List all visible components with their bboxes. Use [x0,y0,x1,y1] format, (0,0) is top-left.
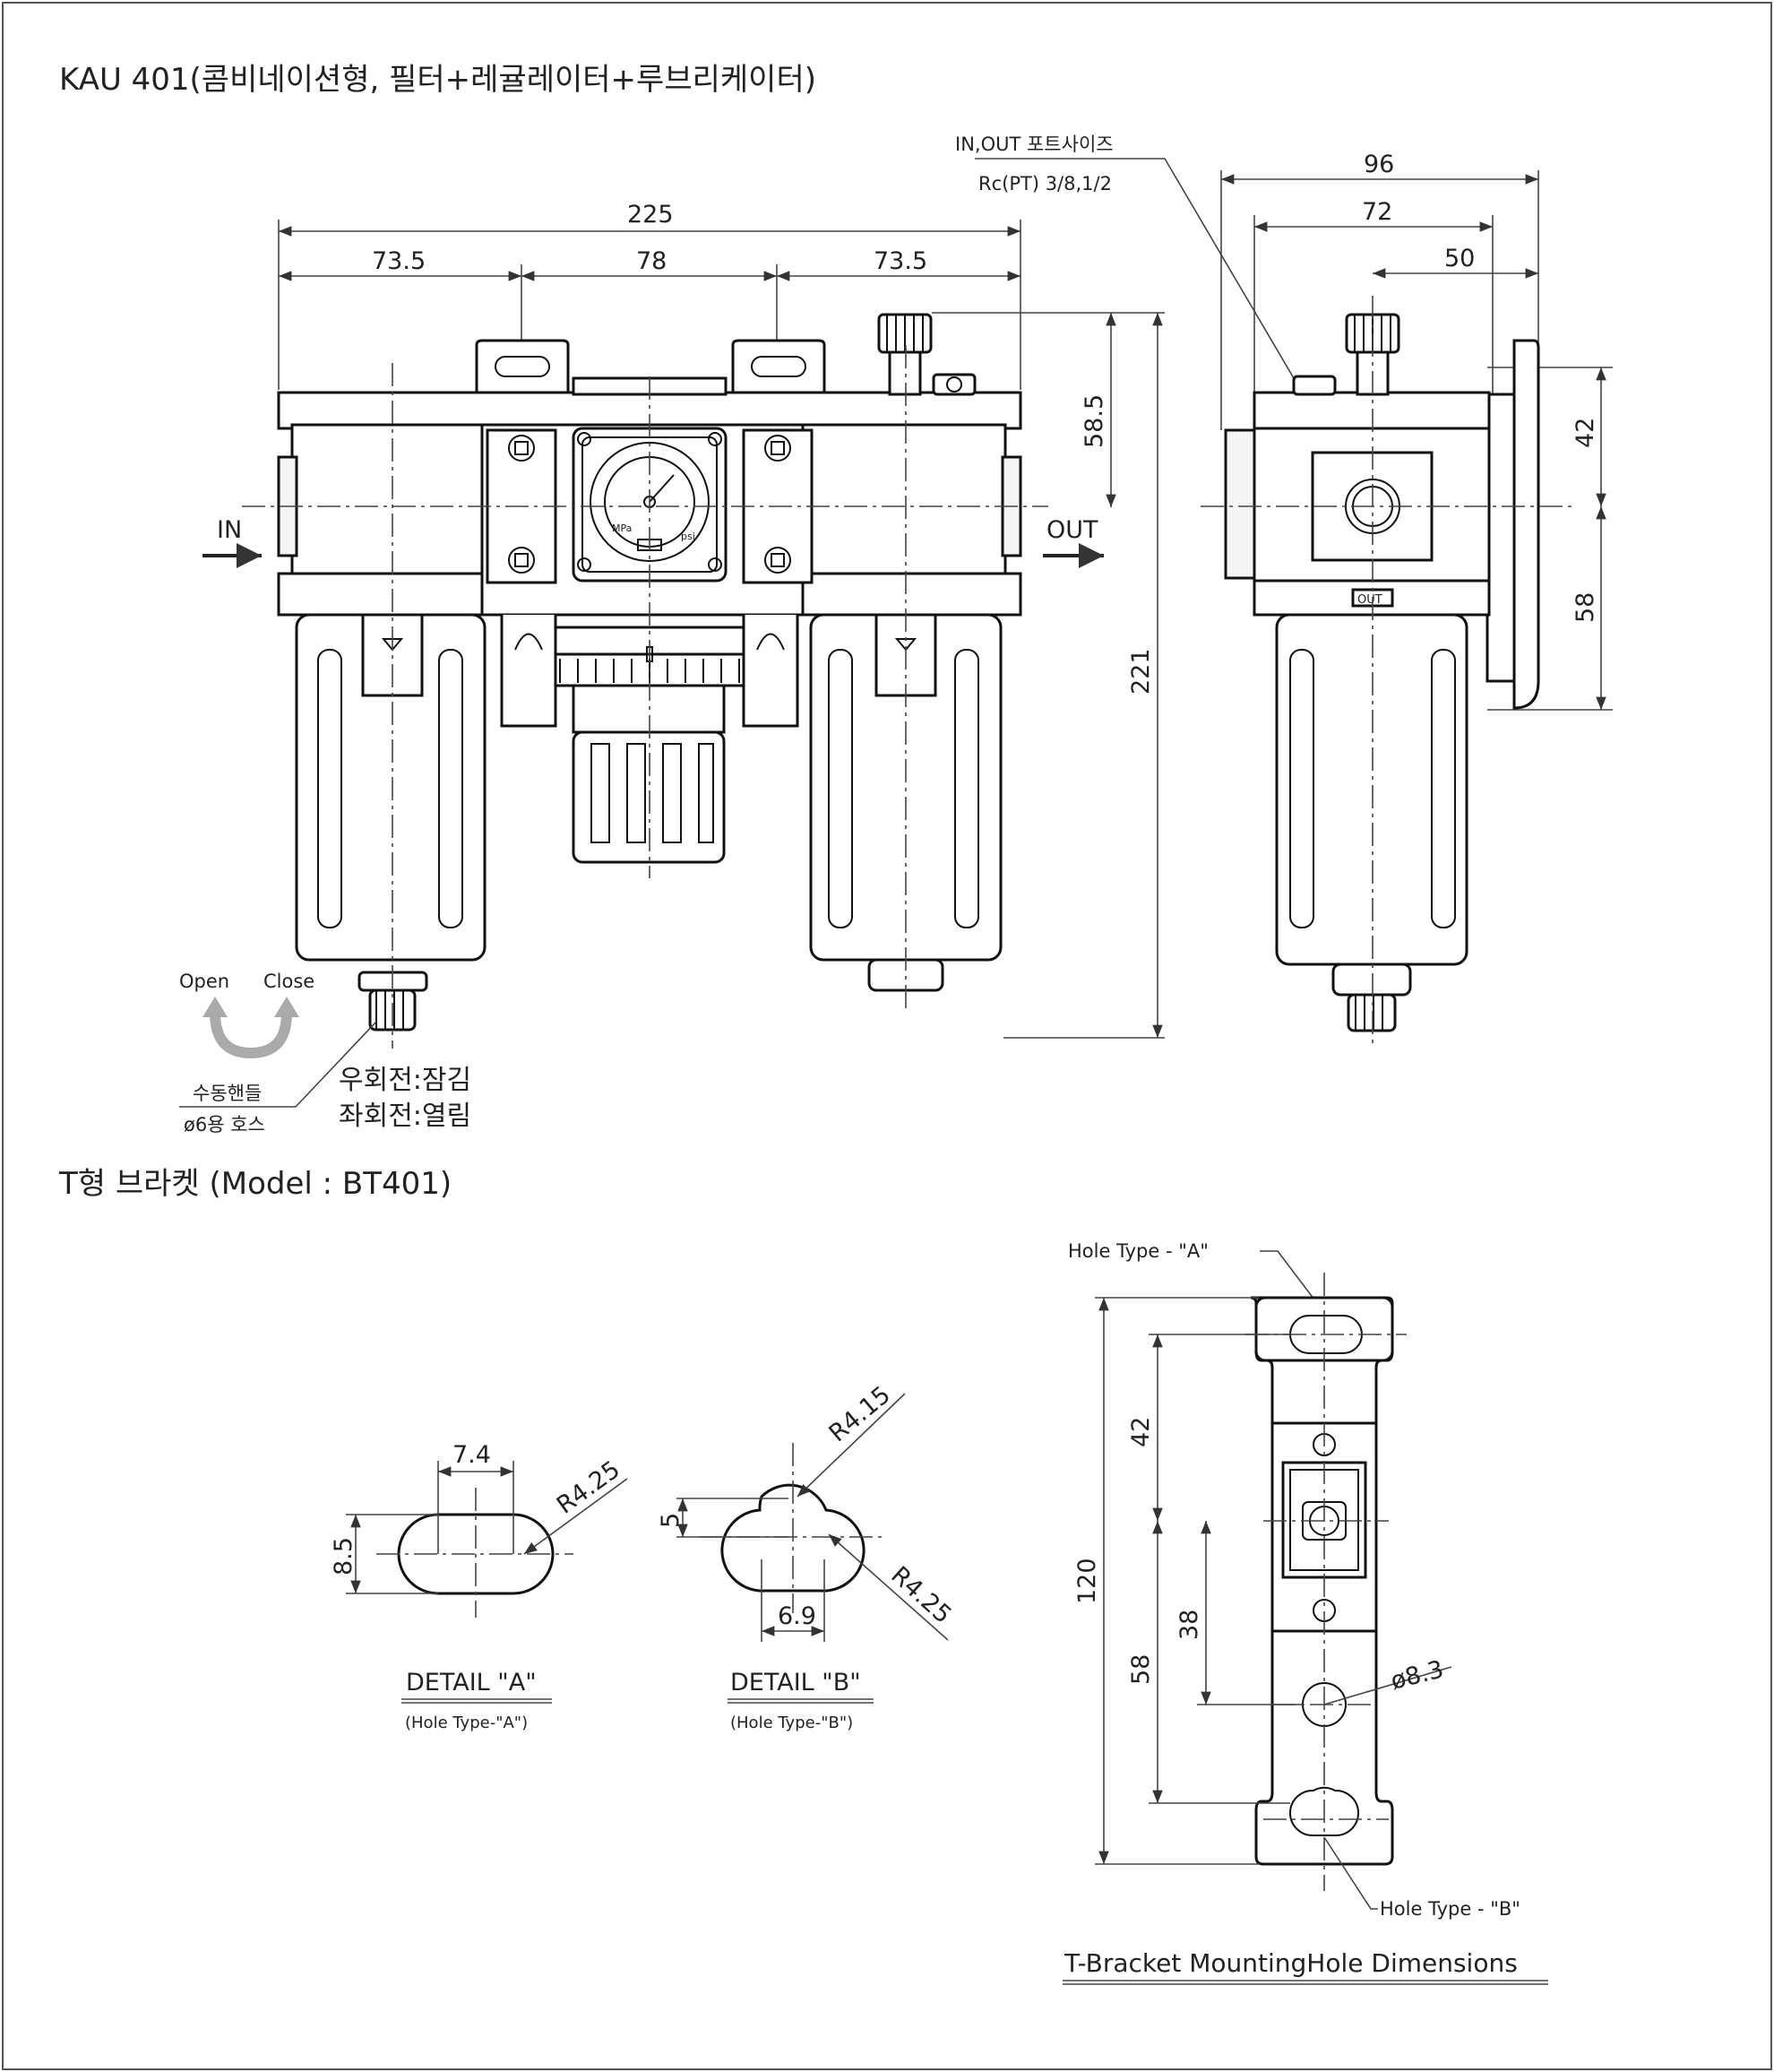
gauge-unit-mpa: MPa [612,522,632,534]
label-close: Close [263,971,314,992]
hole-type-a-label: Hole Type - "A" [1068,1240,1209,1262]
label-open: Open [179,971,229,992]
hole-type-b-label: Hole Type - "B" [1380,1898,1520,1920]
detail-a-width: 7.4 [452,1441,491,1469]
rotation-arrow-icon [210,1012,292,1059]
label-left-turn: 좌회전:열림 [339,1101,471,1132]
dim-top: 58.5 [1081,394,1108,448]
bracket-dim-58: 58 [1127,1654,1155,1685]
label-in: IN [217,516,242,544]
label-handle: 수동핸들 [193,1083,262,1104]
bracket-caption: T-Bracket MountingHole Dimensions [1064,1948,1518,1978]
detail-b-subtitle: (Hole Type-"B") [730,1714,853,1732]
detail-b-height: 5 [657,1513,685,1528]
bracket-dim-42: 42 [1127,1417,1155,1447]
detail-b-title: DETAIL "B" [730,1669,861,1696]
port-label-line1: IN,OUT 포트사이즈 [955,134,1114,155]
main-title: KAU 401(콤비네이션형, 필터+레귤레이터+루브리케이터) [59,62,816,98]
dim-side-50: 50 [1444,245,1475,272]
dim-left: 73.5 [372,247,426,275]
label-out: OUT [1046,516,1098,544]
label-out-badge: OUT [1357,593,1382,607]
dim-side-42: 42 [1572,418,1599,448]
dim-side-72: 72 [1362,198,1392,226]
dim-mid: 78 [636,247,667,275]
bracket-dim-38: 38 [1175,1610,1203,1640]
dim-side-96: 96 [1364,151,1394,178]
detail-b: 5 6.9 R4.15 R4.25 DETAIL "B" (Hole Type-… [657,1381,957,1732]
bracket-dim-120: 120 [1073,1558,1101,1604]
port-label-line2: Rc(PT) 3/8,1/2 [978,173,1112,194]
bracket-title: T형 브라켓 (Model : BT401) [58,1166,452,1202]
detail-a-title: DETAIL "A" [406,1669,537,1696]
detail-a-height: 8.5 [330,1537,357,1576]
bracket-dim-dia: ø8.3 [1388,1655,1446,1695]
dim-overall: 225 [627,201,674,229]
detail-a: 7.4 8.5 R4.25 DETAIL "A" (Hole Type-"A") [330,1441,628,1732]
label-right-turn: 우회전:잠김 [339,1065,471,1096]
dim-height: 221 [1127,648,1155,695]
gauge-unit-psi: psi [681,531,695,542]
detail-b-radius-side: R4.25 [885,1561,956,1629]
detail-a-subtitle: (Hole Type-"A") [405,1714,528,1732]
detail-b-width: 6.9 [778,1602,816,1630]
side-view: IN,OUT 포트사이즈 Rc(PT) 3/8,1/2 96 72 50 42 … [955,134,1613,1044]
front-view: 225 73.5 78 73.5 58.5 221 [179,201,1165,1135]
dim-side-58: 58 [1572,592,1599,623]
dim-right: 73.5 [874,247,927,275]
t-bracket: Hole Type - "A" 120 42 [1063,1240,1548,1985]
label-hose: ø6용 호스 [184,1114,265,1135]
